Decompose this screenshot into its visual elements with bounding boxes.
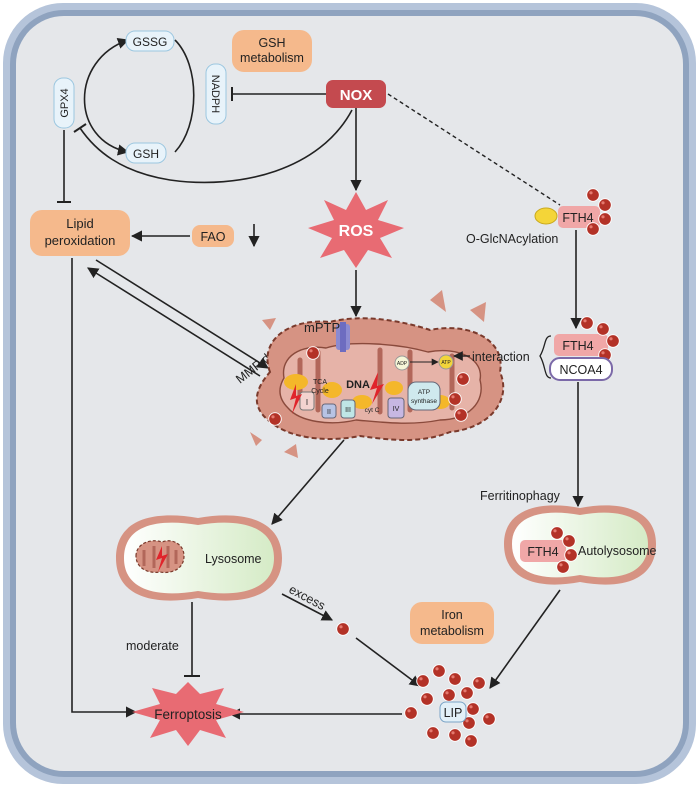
atp-circle	[438, 354, 454, 370]
lipid-to-mito-arrow	[95, 259, 269, 369]
nadph-label: NADPH	[209, 75, 221, 114]
svg-text:metabolism: metabolism	[420, 624, 484, 638]
complex-iii	[340, 399, 356, 419]
lip-box	[439, 701, 467, 723]
ferroptosis-burst	[132, 682, 244, 746]
gpx4-label: GPX4	[59, 88, 71, 117]
fao-label: FAO	[200, 230, 225, 244]
fth4-top-label: FTH4	[562, 211, 593, 225]
damaged-mito-in-lysosome	[135, 540, 185, 574]
fth4-complex-box	[554, 334, 608, 356]
nadph-box	[205, 63, 227, 125]
fth4-autolysosome-box	[520, 540, 566, 562]
svg-text:ATP: ATP	[418, 389, 430, 396]
svg-text:I: I	[306, 398, 308, 407]
svg-text:III: III	[345, 407, 351, 414]
svg-text:Cycle: Cycle	[311, 388, 329, 395]
mitochondrion: I II III cyt C IV ATP synthase TCA Cycle…	[250, 290, 505, 458]
dna-label: DNA	[346, 379, 370, 391]
iron-metabolism-box	[410, 602, 494, 644]
nox-to-gpx4-inhibition	[79, 109, 353, 184]
fth4-complex-label: FTH4	[562, 339, 593, 353]
atp-synthase	[407, 381, 441, 411]
gsh-metabolism-label-2: metabolism	[240, 51, 304, 65]
damage-bolt	[370, 372, 384, 404]
mito-to-lysosome-arrow	[271, 439, 345, 525]
nox-box	[326, 80, 386, 108]
lipid-peroxidation-label-1: Lipid	[66, 216, 93, 231]
fao-box	[192, 225, 234, 247]
fe-to-lip-arrow	[355, 637, 421, 687]
gsh-metabolism-box	[232, 30, 312, 72]
ros-burst	[308, 192, 404, 268]
lipid-peroxidation-label-2: peroxidation	[45, 233, 116, 248]
svg-text:TCA: TCA	[313, 379, 327, 386]
gsh-metabolism-label-1: GSH	[258, 36, 285, 50]
o-glcnac-moiety	[534, 207, 558, 225]
svg-text:ATP: ATP	[441, 360, 451, 366]
lipid-to-ferroptosis-arrow	[71, 258, 138, 718]
lysosome-label: Lysosome	[205, 552, 262, 566]
lip-label: LIP	[444, 706, 463, 720]
gsh-to-gssg-arc	[174, 39, 195, 153]
mptp-label: mPTP	[304, 320, 340, 335]
nox-to-fth4-dashed	[387, 93, 561, 206]
mito-to-lipid-arrow	[87, 267, 261, 377]
damage-bolt	[290, 384, 302, 414]
gsh-box	[125, 142, 167, 164]
interaction-label: interaction	[472, 350, 530, 364]
moderate-label: moderate	[126, 639, 179, 653]
svg-text:cyt C: cyt C	[365, 407, 380, 414]
complex-i	[299, 391, 315, 411]
ferroptosis-label: Ferroptosis	[154, 707, 222, 722]
o-glcnacylation-label: O-GlcNAcylation	[466, 232, 558, 246]
interaction-brace	[539, 335, 552, 379]
complex-ii	[321, 403, 337, 419]
lysosome-inner	[124, 522, 274, 594]
gsh-cycle-arc	[83, 38, 130, 156]
gssg-box	[125, 30, 175, 52]
ros-label: ROS	[339, 223, 374, 240]
svg-text:ADP: ADP	[397, 361, 408, 367]
svg-text:IV: IV	[393, 406, 400, 413]
ncoa4-box	[549, 357, 613, 381]
svg-text:synthase: synthase	[411, 398, 437, 405]
complex-iv	[387, 397, 405, 419]
ferritinophagy-label: Ferritinophagy	[480, 489, 561, 503]
svg-text:Iron: Iron	[441, 608, 463, 622]
lipid-peroxidation-box	[30, 210, 130, 256]
autolysosome-to-lip-arrow	[489, 589, 561, 689]
lysosome-to-fe-line	[281, 593, 333, 621]
nox-label: NOX	[340, 87, 373, 104]
fth4-autolysosome-label: FTH4	[527, 545, 558, 559]
gssg-label: GSSG	[133, 35, 168, 49]
adp-circle	[394, 355, 410, 371]
gpx4-box	[53, 77, 75, 129]
gsh-label: GSH	[133, 147, 159, 161]
svg-text:II: II	[327, 409, 331, 416]
gpx4-inhibit-bar-top	[73, 123, 87, 133]
autolysosome-label: Autolysosome	[578, 544, 657, 558]
ncoa4-label: NCOA4	[559, 363, 602, 377]
fth4-top-box	[558, 206, 600, 228]
